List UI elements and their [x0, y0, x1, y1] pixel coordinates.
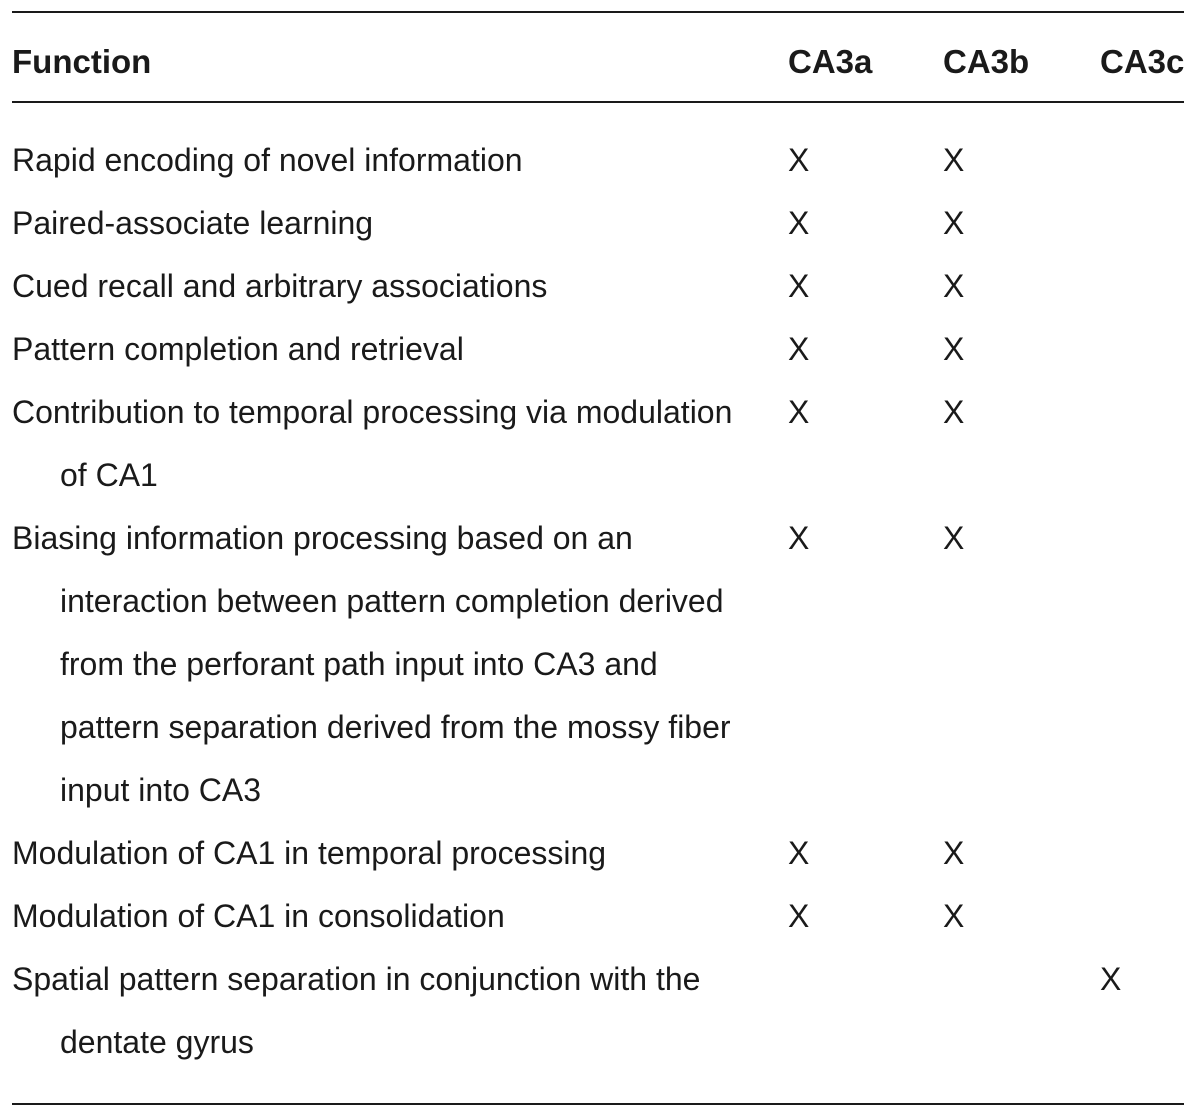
ca3b-mark: X	[943, 268, 965, 304]
table-top-rule	[12, 11, 1184, 13]
ca3a-mark: X	[788, 205, 810, 241]
ca3c-mark: X	[1100, 961, 1122, 997]
function-cell: Pattern completion and retrieval	[12, 331, 464, 367]
table-row: Modulation of CA1 in consolidation X X	[12, 885, 1184, 948]
ca3b-mark: X	[943, 205, 965, 241]
function-cell: Rapid encoding of novel information	[12, 142, 523, 178]
ca3a-mark: X	[788, 268, 810, 304]
ca3a-mark: X	[788, 331, 810, 367]
table-row: Paired-associate learning X X	[12, 192, 1184, 255]
function-cell: Cued recall and arbitrary associations	[12, 268, 548, 304]
header-ca3a: CA3a	[788, 43, 873, 80]
function-cell: Biasing information processing based on …	[12, 520, 731, 808]
function-cell: Paired-associate learning	[12, 205, 374, 241]
table-body: Rapid encoding of novel information X X …	[12, 129, 1184, 1074]
table-row: Pattern completion and retrieval X X	[12, 318, 1184, 381]
function-cell: Modulation of CA1 in temporal processing	[12, 835, 607, 871]
table-bottom-rule	[12, 1103, 1184, 1105]
table-row: Contribution to temporal processing via …	[12, 381, 1184, 507]
header-ca3b: CA3b	[943, 43, 1030, 80]
table-row: Rapid encoding of novel information X X	[12, 129, 1184, 192]
table-row: Biasing information processing based on …	[12, 507, 1184, 822]
ca3a-mark: X	[788, 394, 810, 430]
ca3a-mark: X	[788, 835, 810, 871]
ca3b-mark: X	[943, 331, 965, 367]
ca3a-mark: X	[788, 520, 810, 556]
function-cell: Spatial pattern separation in conjunctio…	[12, 961, 701, 1060]
table-row: Modulation of CA1 in temporal processing…	[12, 822, 1184, 885]
ca3b-mark: X	[943, 394, 965, 430]
function-cell: Contribution to temporal processing via …	[12, 394, 733, 493]
table-row: Spatial pattern separation in conjunctio…	[12, 948, 1184, 1074]
header-ca3c: CA3c	[1100, 43, 1185, 80]
ca3b-mark: X	[943, 520, 965, 556]
ca3a-mark: X	[788, 142, 810, 178]
table-header-rule	[12, 101, 1184, 103]
ca3b-mark: X	[943, 898, 965, 934]
table-row: Cued recall and arbitrary associations X…	[12, 255, 1184, 318]
header-function: Function	[12, 43, 152, 80]
function-cell: Modulation of CA1 in consolidation	[12, 898, 505, 934]
ca3a-mark: X	[788, 898, 810, 934]
ca3b-mark: X	[943, 835, 965, 871]
ca3b-mark: X	[943, 142, 965, 178]
